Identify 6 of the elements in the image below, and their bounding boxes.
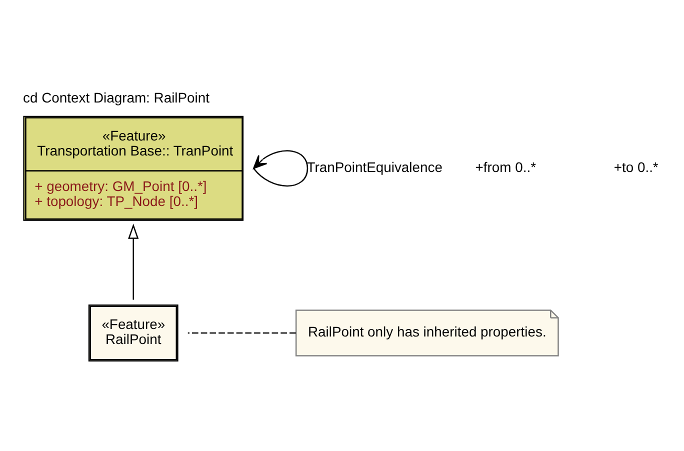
connector [188,332,296,334]
label: +from 0..* [475,158,536,174]
label: +to 0..* [614,158,658,174]
arrow [253,150,308,186]
diagram-title: cd Context Diagram: RailPoint [23,88,210,105]
arrow [128,223,139,300]
